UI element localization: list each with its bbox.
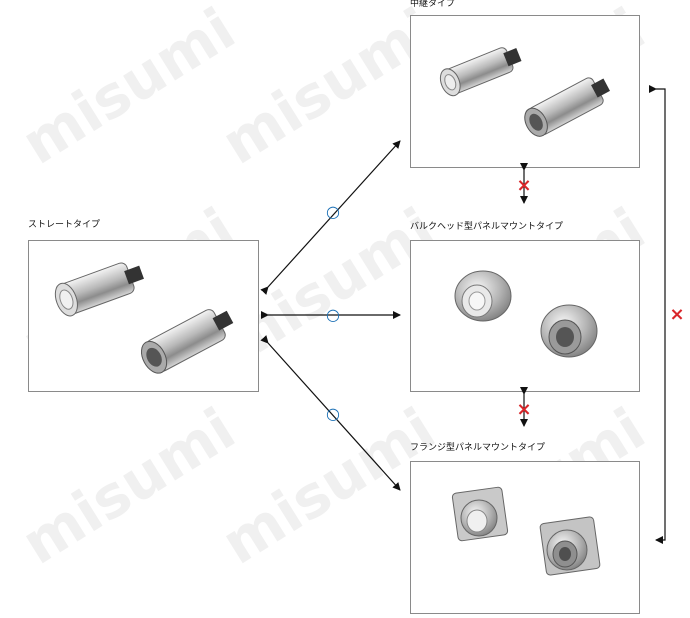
connector-female-icon xyxy=(439,47,522,97)
arrow-straight-flange xyxy=(260,335,401,491)
flange-connectors-image xyxy=(451,486,601,576)
straight-connectors-image xyxy=(54,262,234,374)
incompatible-mark: × xyxy=(669,304,685,325)
inline-connectors-image xyxy=(439,47,610,137)
arrow-inline-flange xyxy=(649,85,666,544)
straight-type-box xyxy=(28,240,259,392)
compatible-mark: ○ xyxy=(326,305,340,324)
compatible-mark: ○ xyxy=(326,202,340,221)
connector-female-icon xyxy=(54,262,144,317)
bulkhead-receptacle-icon xyxy=(454,270,512,322)
bulkhead-type-box xyxy=(410,240,640,392)
bulkhead-type-label: バルクヘッド型パネルマウントタイプ xyxy=(410,222,564,232)
bulkhead-receptacle-icon xyxy=(540,304,598,358)
incompatible-mark: × xyxy=(516,399,532,420)
connector-male-icon xyxy=(524,77,610,137)
arrow-straight-inline xyxy=(260,140,401,295)
flange-receptacle-icon xyxy=(539,516,601,576)
flange-type-label: フランジ型パネルマウントタイプ xyxy=(410,443,546,453)
bulkhead-connectors-image xyxy=(454,270,598,358)
straight-type-label: ストレートタイプ xyxy=(28,220,101,230)
flange-receptacle-icon xyxy=(451,486,509,542)
compatible-mark: ○ xyxy=(326,404,340,423)
inline-type-label: 中継タイプ xyxy=(410,0,456,9)
incompatible-mark: × xyxy=(516,175,532,196)
flange-type-box xyxy=(410,461,640,614)
connector-male-icon xyxy=(140,309,234,374)
